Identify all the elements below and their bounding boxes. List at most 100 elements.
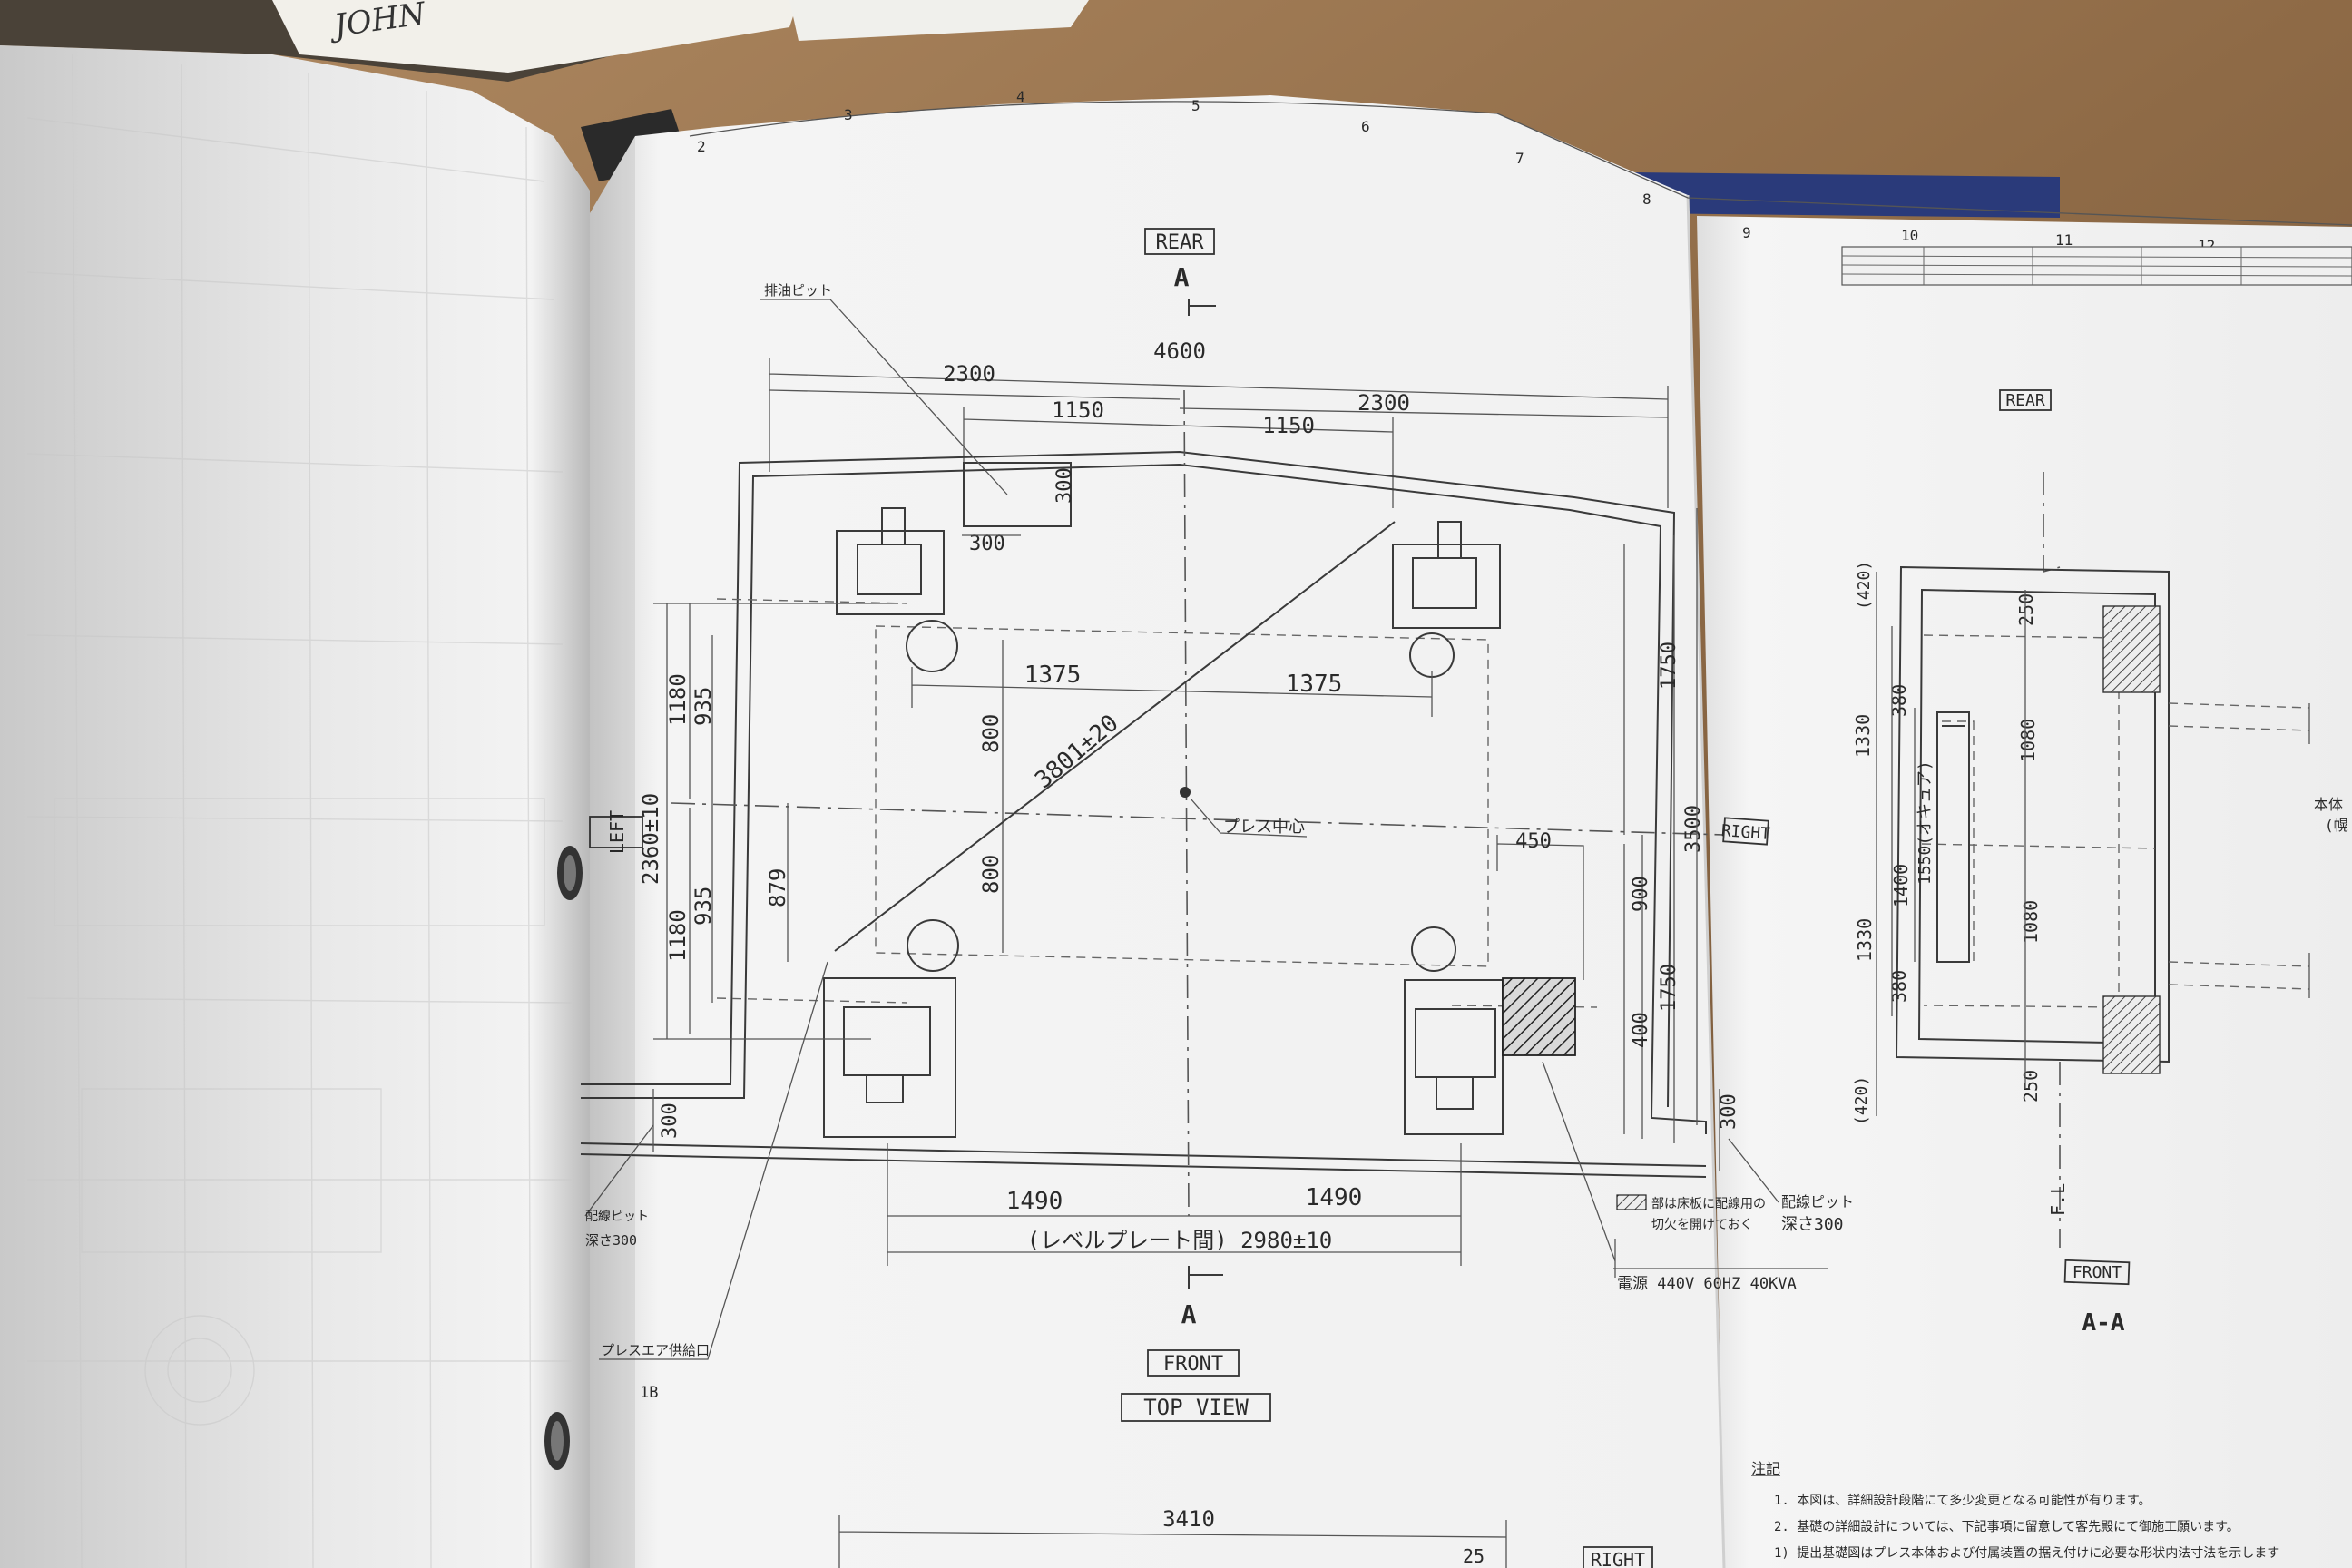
- lower-dim-25: 25: [1463, 1545, 1485, 1567]
- dim-1375-right: 1375: [1286, 671, 1343, 698]
- grid-number: 11: [2055, 231, 2073, 249]
- front-label-box: [1147, 1349, 1240, 1377]
- dim-1750-bottom: 1750: [1658, 964, 1681, 1012]
- lower-view: 3410 25 RIGHT: [838, 1506, 1653, 1568]
- section-edge-text-2: (幌: [2325, 817, 2348, 834]
- pad-bottom-right: [1404, 926, 1504, 1135]
- note-hatch-1: 部は床板に配線用の: [1651, 1197, 1766, 1211]
- section-outline: [1895, 565, 2170, 1063]
- grid-number: 8: [1642, 191, 1651, 208]
- note-wiring-pit-right: 配線ピット: [1781, 1193, 1854, 1210]
- top-view-title-box: [1121, 1393, 1271, 1422]
- lower-right-label-box: [1583, 1546, 1653, 1568]
- dim-4600: 4600: [1153, 338, 1206, 364]
- dim-1180-lower: 1180: [665, 909, 691, 962]
- hatch-legend-swatch: [1616, 1194, 1647, 1210]
- notes-line-3: 1) 提出基礎図はプレス本体および付属装置の据え付けに必要な形状内法寸法を示しま…: [1774, 1545, 2279, 1561]
- dim-3500: 3500: [1682, 805, 1705, 853]
- press-center-point: [1180, 787, 1191, 798]
- rear-label: REAR: [1156, 231, 1205, 254]
- grid-number: 2: [697, 138, 706, 155]
- section-dim-1550: 1550(オキュア): [1916, 760, 1935, 885]
- note-power: 電源 440V 60HZ 40KVA: [1617, 1275, 1797, 1293]
- section-front-label-box: [2063, 1259, 2131, 1286]
- section-rear-label: REAR: [2005, 391, 2045, 410]
- section-title: A-A: [2082, 1309, 2125, 1337]
- dim-2300-left: 2300: [943, 361, 995, 387]
- pad-top-left: [836, 507, 958, 672]
- section-mark-bottom: A: [1181, 1299, 1197, 1329]
- vertical-center-line: [1183, 389, 1190, 1217]
- grid-number: 5: [1191, 97, 1200, 114]
- binder-rings: [544, 846, 583, 1470]
- dim-1180-upper: 1180: [665, 673, 691, 726]
- right-label-box: [1722, 817, 1769, 846]
- dim-level-plate: (レベルプレート間) 2980±10: [1027, 1228, 1333, 1253]
- dim-400: 400: [1630, 1012, 1652, 1048]
- hatched-cutout: [1502, 977, 1576, 1056]
- third-page: [1697, 216, 2352, 1568]
- section-dim-420-bottom: (420): [1852, 1076, 1871, 1125]
- lower-dim-3410: 3410: [1162, 1506, 1215, 1532]
- diagonal-line: [834, 521, 1396, 952]
- dim-450: 450: [1515, 830, 1552, 853]
- section-dim-250-bottom: 250: [2020, 1070, 2042, 1102]
- paper-sheet: [789, 0, 1089, 41]
- dim-1750-top: 1750: [1658, 642, 1681, 690]
- section-dim-1080-top: 1080: [2017, 719, 2039, 762]
- dim-935-lower: 935: [691, 887, 716, 926]
- right-label: RIGHT: [1720, 821, 1771, 844]
- left-page: [0, 45, 590, 1568]
- section-dim-250-top: 250: [2015, 593, 2037, 626]
- note-press-center: プレス中心: [1223, 818, 1305, 837]
- section-dim-1330-top: 1330: [1852, 714, 1874, 758]
- left-label-box: [589, 816, 643, 848]
- section-dim-420-top: (420): [1855, 561, 1874, 610]
- dim-1150-left: 1150: [1052, 397, 1104, 423]
- section-fl: F.L: [2047, 1183, 2069, 1216]
- dim-300-front-right: 300: [1718, 1093, 1740, 1130]
- dim-300-front-left: 300: [659, 1102, 681, 1139]
- grid-number: 6: [1361, 118, 1370, 135]
- dim-1375-left: 1375: [1024, 662, 1082, 689]
- grid-number: 10: [1901, 227, 1918, 244]
- notes-line-2: 2. 基礎の詳細設計については、下記事項に留意して客先殿にて御施工願います。: [1774, 1519, 2239, 1534]
- section-aa-drawing: REAR (420) (420) 1330 1330 380 380 1400 …: [1852, 389, 2348, 1337]
- section-dim-1400: 1400: [1890, 864, 1912, 907]
- section-front-label: FRONT: [2073, 1263, 2122, 1282]
- dim-879: 879: [765, 868, 790, 907]
- grid-ruler: 2 3 4 5 6 7 8 9 10 11 12: [689, 88, 2352, 254]
- dim-300-h: 300: [969, 533, 1005, 555]
- grid-number: 4: [1016, 88, 1025, 105]
- note-wiring-pit-right-depth: 深さ300: [1781, 1215, 1844, 1234]
- section-rear-label-box: [1999, 389, 2052, 411]
- dim-300-v: 300: [1054, 467, 1076, 504]
- grid-number: 9: [1742, 224, 1751, 241]
- lower-right-label: RIGHT: [1591, 1549, 1645, 1568]
- paper-note: [272, 0, 799, 73]
- section-mark-top: A: [1174, 262, 1190, 292]
- horizontal-center-line: [671, 802, 1725, 836]
- left-page-grid: [26, 54, 573, 1568]
- note-air-supply-size: 1B: [640, 1384, 658, 1402]
- note-air-supply: プレスエア供給口: [601, 1342, 710, 1358]
- dim-1150-right: 1150: [1262, 413, 1315, 438]
- grid-number: 7: [1515, 150, 1524, 167]
- dim-2300-right: 2300: [1357, 390, 1410, 416]
- top-view-drawing: REAR A 4600 2300 2300 1150 1150 300 300: [580, 228, 1854, 1422]
- section-dim-1330-bottom: 1330: [1854, 918, 1876, 962]
- top-view-title: TOP VIEW: [1143, 1395, 1249, 1420]
- notes-block: 注記 1. 本図は、詳細設計段階にて多少変更となる可能性が有ります。 2. 基礎…: [1751, 1460, 2279, 1561]
- right-page: [590, 95, 1724, 1568]
- note-hatch-2: 切欠を開けておく: [1651, 1218, 1753, 1232]
- dim-1490-right: 1490: [1306, 1184, 1363, 1211]
- dim-900: 900: [1630, 876, 1652, 912]
- dim-800-lower: 800: [978, 855, 1004, 894]
- pad-bottom-left: [823, 919, 959, 1138]
- front-label: FRONT: [1163, 1353, 1223, 1376]
- note-drain-pit: 排油ピット: [764, 282, 832, 299]
- blue-folder: [1633, 172, 2060, 218]
- dim-935-upper: 935: [691, 687, 716, 726]
- notes-line-1: 1. 本図は、詳細設計段階にて多少変更となる可能性が有ります。: [1774, 1493, 2151, 1508]
